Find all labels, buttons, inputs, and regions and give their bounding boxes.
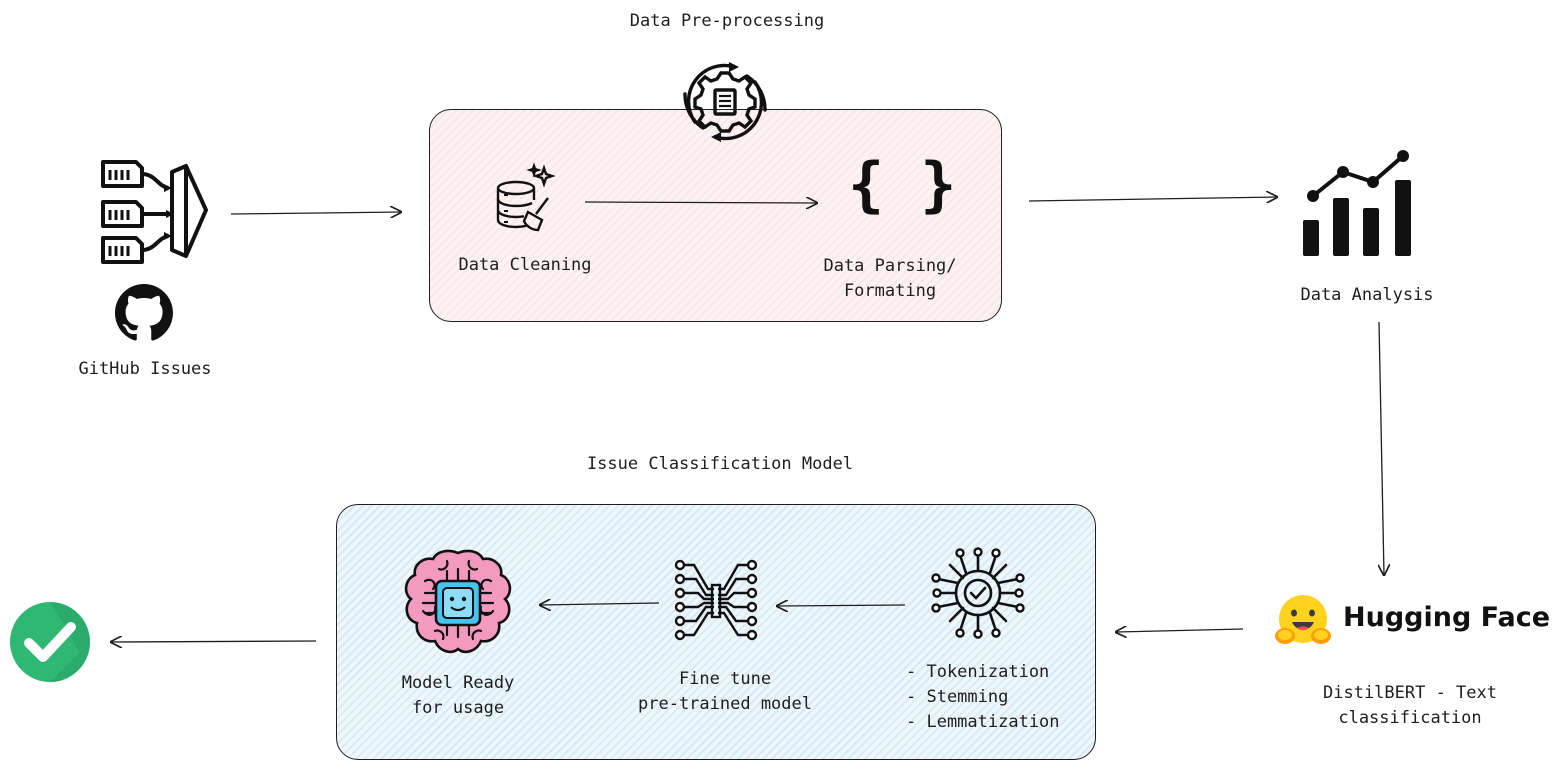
- parsing-label-line2: Formating: [843, 281, 937, 301]
- check-circle-icon: [10, 602, 90, 682]
- arrow-github-to-preprocessing: [230, 212, 401, 214]
- hugging-face-brand: Hugging Face: [1343, 602, 1551, 633]
- distilbert-label-line2: classification: [1338, 708, 1482, 728]
- analysis-label: Data Analysis: [1300, 285, 1434, 305]
- model-title: Issue Classification Model: [586, 454, 854, 474]
- github-label: GitHub Issues: [78, 359, 212, 379]
- neural-network-icon: [674, 559, 758, 641]
- database-broom-icon: [496, 162, 556, 232]
- finetune-label-line2: pre-trained model: [638, 694, 812, 714]
- arrow-model-to-done: [111, 641, 317, 642]
- arrow-huggingface-to-model: [1116, 629, 1244, 632]
- prep-step-stemming: - Stemming: [906, 687, 1009, 707]
- arrow-cleaning-to-parsing: [584, 202, 817, 203]
- braces-icon: { }: [848, 150, 957, 220]
- prep-step-lemmatization: - Lemmatization: [906, 712, 1060, 732]
- arrow-prep-to-finetune: [777, 605, 906, 606]
- arrow-finetune-to-ready: [540, 603, 660, 605]
- distilbert-label-line1: DistilBERT - Text: [1323, 683, 1497, 703]
- gear-refresh-icon: [683, 62, 767, 142]
- ai-brain-chip-icon: [404, 549, 512, 654]
- github-icon: [115, 284, 173, 341]
- cleaning-label: Data Cleaning: [458, 255, 592, 275]
- prep-step-tokenization: - Tokenization: [906, 662, 1050, 682]
- arrow-analysis-to-huggingface: [1379, 321, 1384, 575]
- preprocessing-title: Data Pre-processing: [629, 11, 825, 31]
- finetune-label-line1: Fine tune: [678, 669, 772, 689]
- ready-label-line1: Model Ready: [401, 673, 515, 693]
- ready-label-line2: for usage: [411, 698, 505, 718]
- arrow-preprocessing-to-analysis: [1028, 197, 1277, 201]
- files-merge-icon: [101, 160, 208, 264]
- gear-check-icon: [931, 547, 1025, 639]
- preprocessing-group: [429, 109, 1002, 322]
- parsing-label-line1: Data Parsing/: [823, 256, 957, 276]
- chart-analysis-icon: [1303, 150, 1411, 256]
- hugging-face-icon: [1275, 595, 1331, 644]
